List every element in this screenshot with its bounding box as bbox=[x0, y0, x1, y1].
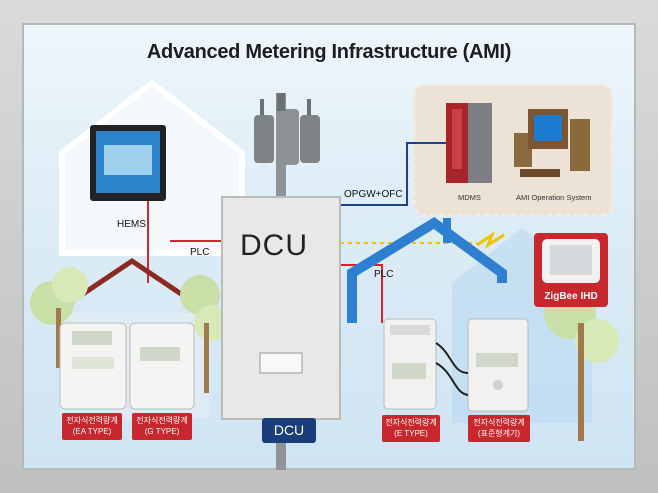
meter-ea-type bbox=[59, 322, 127, 410]
zigbee-label: ZigBee IHD bbox=[544, 291, 598, 302]
zigbee-ihd-device bbox=[534, 233, 608, 307]
dcu-nameplate bbox=[259, 352, 303, 374]
meter-tag-ea-line1: 전자식전력량계 bbox=[66, 416, 118, 425]
meter-cable-2 bbox=[435, 362, 469, 396]
opgw-link bbox=[340, 142, 446, 206]
meter-e-type bbox=[383, 318, 437, 410]
hems-label: HEMS bbox=[117, 219, 146, 230]
diagram-graphics bbox=[30, 79, 619, 470]
meter-tag-standard-line2: (표준형계기) bbox=[477, 429, 521, 438]
dcu-tag: DCU bbox=[262, 418, 316, 443]
meter-tag-standard-line1: 전자식전력량계 bbox=[473, 418, 525, 427]
plc-right-link bbox=[340, 264, 383, 323]
dcu-cabinet bbox=[221, 196, 341, 420]
mdms-label: MDMS bbox=[458, 193, 481, 202]
ami-workstation bbox=[514, 109, 590, 177]
meter-tag-e-line2: (E TYPE) bbox=[394, 429, 428, 438]
mdms-server bbox=[446, 103, 492, 183]
meter-tag-ea-line2: (EA TYPE) bbox=[72, 427, 112, 436]
hems-display bbox=[90, 125, 166, 201]
meter-tag-e-line1: 전자식전력량계 bbox=[385, 418, 437, 427]
meter-cable-1 bbox=[435, 342, 469, 374]
meter-standard bbox=[467, 318, 529, 412]
opgw-label: OPGW+OFC bbox=[344, 189, 403, 200]
meter-tag-ea: 전자식전력량계 (EA TYPE) bbox=[62, 413, 122, 440]
right-house-outline bbox=[347, 216, 507, 323]
meter-tag-g-line1: 전자식전력량계 bbox=[136, 416, 188, 425]
meter-tag-g-line2: (G TYPE) bbox=[144, 427, 180, 436]
dcu-label: DCU bbox=[240, 229, 308, 262]
wireless-bolt-icon bbox=[476, 231, 505, 249]
plc-label-right: PLC bbox=[374, 269, 394, 280]
meter-tag-standard: 전자식전력량계 (표준형계기) bbox=[468, 415, 530, 442]
meter-tag-g: 전자식전력량계 (G TYPE) bbox=[132, 413, 192, 440]
plc-label-left: PLC bbox=[190, 247, 210, 258]
diagram-title: Advanced Metering Infrastructure (AMI) bbox=[146, 41, 512, 63]
meter-tag-e: 전자식전력량계 (E TYPE) bbox=[382, 415, 440, 442]
tree-left bbox=[30, 267, 88, 368]
ami-os-label: AMI Operation System bbox=[516, 193, 592, 202]
dcu-pole-base bbox=[276, 418, 286, 470]
antenna-icon bbox=[254, 93, 320, 165]
meter-g-type bbox=[129, 322, 195, 410]
diagram-board: Advanced Metering Infrastructure (AMI) H… bbox=[22, 23, 636, 470]
